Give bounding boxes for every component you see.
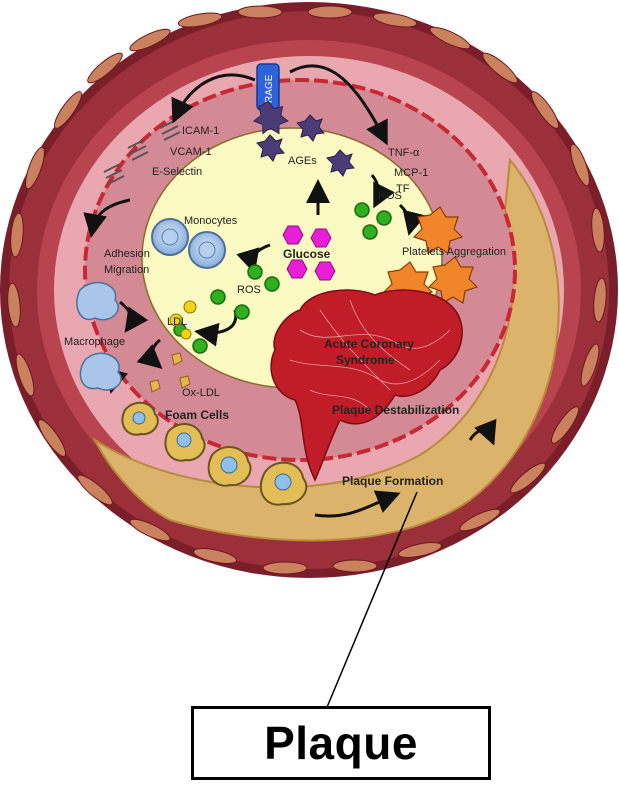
ldl-label: LDL [167, 316, 187, 328]
destabilization-label: Plaque Destabilization [332, 403, 459, 417]
ages-label: AGEs [288, 155, 317, 167]
mcp1-label: MCP-1 [394, 167, 428, 179]
rage-label: RAGE [264, 74, 275, 103]
platelets-label: Platelets Aggregation [402, 246, 506, 258]
tnf-label: TNF-α [388, 147, 420, 159]
ros-label-upper: ROS [378, 190, 402, 202]
formation-label: Plaque Formation [342, 474, 443, 488]
glucose-label: Glucose [283, 247, 331, 261]
monocytes-label: Monocytes [184, 215, 238, 227]
plaque-callout-label: Plaque [264, 716, 418, 770]
vcam1-label: VCAM-1 [170, 146, 212, 158]
icam1-label: ICAM-1 [182, 125, 219, 137]
adhesion-label: Adhesion [104, 248, 150, 260]
acs-label-line1: Acute Coronary [324, 337, 414, 351]
eselectin-label: E-Selectin [152, 166, 202, 178]
macrophage-label: Macrophage [64, 336, 125, 348]
ros-label-lower: ROS [237, 284, 261, 296]
migration-label: Migration [104, 264, 149, 276]
acs-label-line2: Syndrome [336, 353, 395, 367]
oxldl-label: Ox-LDL [182, 387, 220, 399]
plaque-callout-box: Plaque [191, 706, 491, 780]
foam-cells-label: Foam Cells [165, 408, 229, 422]
